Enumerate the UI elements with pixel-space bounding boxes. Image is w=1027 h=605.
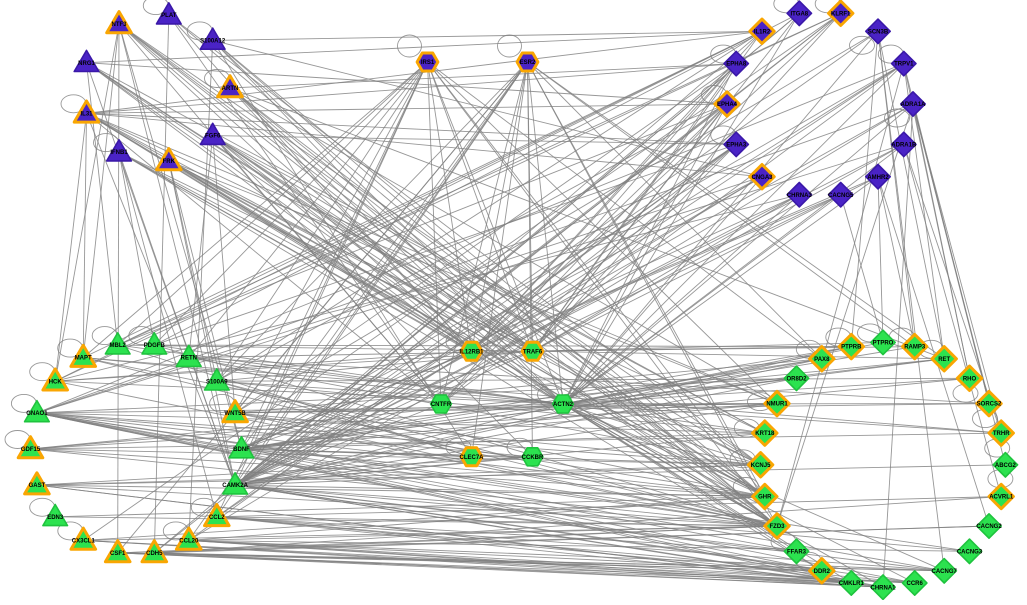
svg-text:ARTN: ARTN — [222, 86, 239, 92]
svg-text:GAST: GAST — [29, 483, 46, 489]
svg-text:MAPT: MAPT — [75, 356, 92, 362]
svg-text:EPHA4: EPHA4 — [717, 102, 738, 108]
svg-text:KLRF1: KLRF1 — [831, 11, 851, 17]
svg-text:ADRA1A: ADRA1A — [900, 102, 926, 108]
svg-text:IRS1: IRS1 — [421, 60, 435, 66]
svg-text:PAX8: PAX8 — [814, 357, 830, 363]
svg-text:TRPV1: TRPV1 — [894, 62, 914, 68]
svg-text:WNT5B: WNT5B — [224, 411, 246, 417]
svg-text:TRAF6: TRAF6 — [523, 349, 543, 355]
svg-text:CNTFR: CNTFR — [431, 402, 452, 408]
svg-text:CHRNA1: CHRNA1 — [870, 585, 896, 591]
svg-text:GHR: GHR — [758, 495, 772, 501]
svg-text:ACVRL1: ACVRL1 — [989, 495, 1014, 501]
svg-text:MBL2: MBL2 — [110, 343, 127, 349]
svg-text:CSF1: CSF1 — [110, 551, 126, 557]
svg-text:PTPRO: PTPRO — [873, 341, 894, 347]
svg-text:SCN3B: SCN3B — [868, 29, 889, 35]
svg-text:ITGA8: ITGA8 — [790, 11, 808, 17]
svg-text:NTF3: NTF3 — [112, 22, 128, 28]
svg-text:CCL20: CCL20 — [179, 539, 199, 545]
svg-text:SORCS2: SORCS2 — [977, 402, 1002, 408]
svg-text:S100A12: S100A12 — [200, 39, 226, 45]
svg-text:KRT18: KRT18 — [755, 431, 775, 437]
svg-text:NMUR1: NMUR1 — [766, 402, 788, 408]
svg-text:PLAT: PLAT — [161, 13, 177, 19]
svg-text:EPHA3: EPHA3 — [726, 143, 747, 149]
svg-text:ABCG2: ABCG2 — [995, 463, 1017, 469]
svg-text:TRHR: TRHR — [993, 431, 1010, 437]
svg-text:PDGFB: PDGFB — [144, 343, 166, 349]
svg-text:EPHA8: EPHA8 — [726, 62, 747, 68]
svg-text:HCK: HCK — [49, 379, 63, 385]
svg-text:PTPRB: PTPRB — [841, 345, 862, 351]
svg-text:OR8D2: OR8D2 — [786, 376, 807, 382]
svg-text:CACNG7: CACNG7 — [932, 569, 958, 575]
svg-text:CDH5: CDH5 — [146, 551, 163, 557]
svg-text:KCNJ5: KCNJ5 — [751, 463, 771, 469]
svg-text:FGF6: FGF6 — [205, 134, 221, 140]
svg-text:CACNG3: CACNG3 — [957, 549, 983, 555]
svg-text:BDNF: BDNF — [233, 447, 250, 453]
svg-text:FRK: FRK — [163, 159, 176, 165]
svg-text:CHRNA3: CHRNA3 — [787, 193, 813, 199]
svg-text:ESR2: ESR2 — [520, 60, 536, 66]
svg-text:IL12RB1: IL12RB1 — [459, 349, 484, 355]
svg-text:IL31: IL31 — [80, 111, 93, 117]
svg-text:FFAR3: FFAR3 — [787, 549, 807, 555]
svg-text:ADRA1B: ADRA1B — [891, 143, 917, 149]
svg-text:CCL2: CCL2 — [209, 515, 225, 521]
svg-text:S100A9: S100A9 — [206, 379, 228, 385]
svg-text:ACTN2: ACTN2 — [553, 402, 574, 408]
svg-text:RET: RET — [938, 357, 950, 363]
svg-text:DDR2: DDR2 — [814, 569, 831, 575]
svg-text:CNGA3: CNGA3 — [751, 175, 773, 181]
svg-text:RAMP3: RAMP3 — [904, 345, 926, 351]
svg-text:CMKLR1: CMKLR1 — [839, 581, 865, 587]
svg-text:GDF15: GDF15 — [21, 447, 41, 453]
svg-text:CACNG5: CACNG5 — [828, 193, 854, 199]
svg-text:RHO: RHO — [963, 376, 977, 382]
svg-text:CLEC7A: CLEC7A — [459, 455, 484, 461]
svg-text:NRG1: NRG1 — [78, 61, 95, 67]
svg-text:CCKBR: CCKBR — [522, 455, 544, 461]
svg-text:IFNB1: IFNB1 — [110, 150, 128, 156]
svg-text:FZD3: FZD3 — [770, 524, 786, 530]
svg-text:CAMK2A: CAMK2A — [222, 483, 248, 489]
svg-text:CACNG2: CACNG2 — [976, 524, 1002, 530]
svg-text:GNAO1: GNAO1 — [26, 411, 48, 417]
svg-text:RETN: RETN — [181, 356, 197, 362]
svg-text:CX3CL1: CX3CL1 — [72, 539, 96, 545]
svg-text:EDN3: EDN3 — [47, 515, 64, 521]
svg-text:CCR6: CCR6 — [907, 581, 924, 587]
svg-text:IL1R2: IL1R2 — [754, 29, 771, 35]
svg-text:AMHR2: AMHR2 — [867, 175, 889, 181]
